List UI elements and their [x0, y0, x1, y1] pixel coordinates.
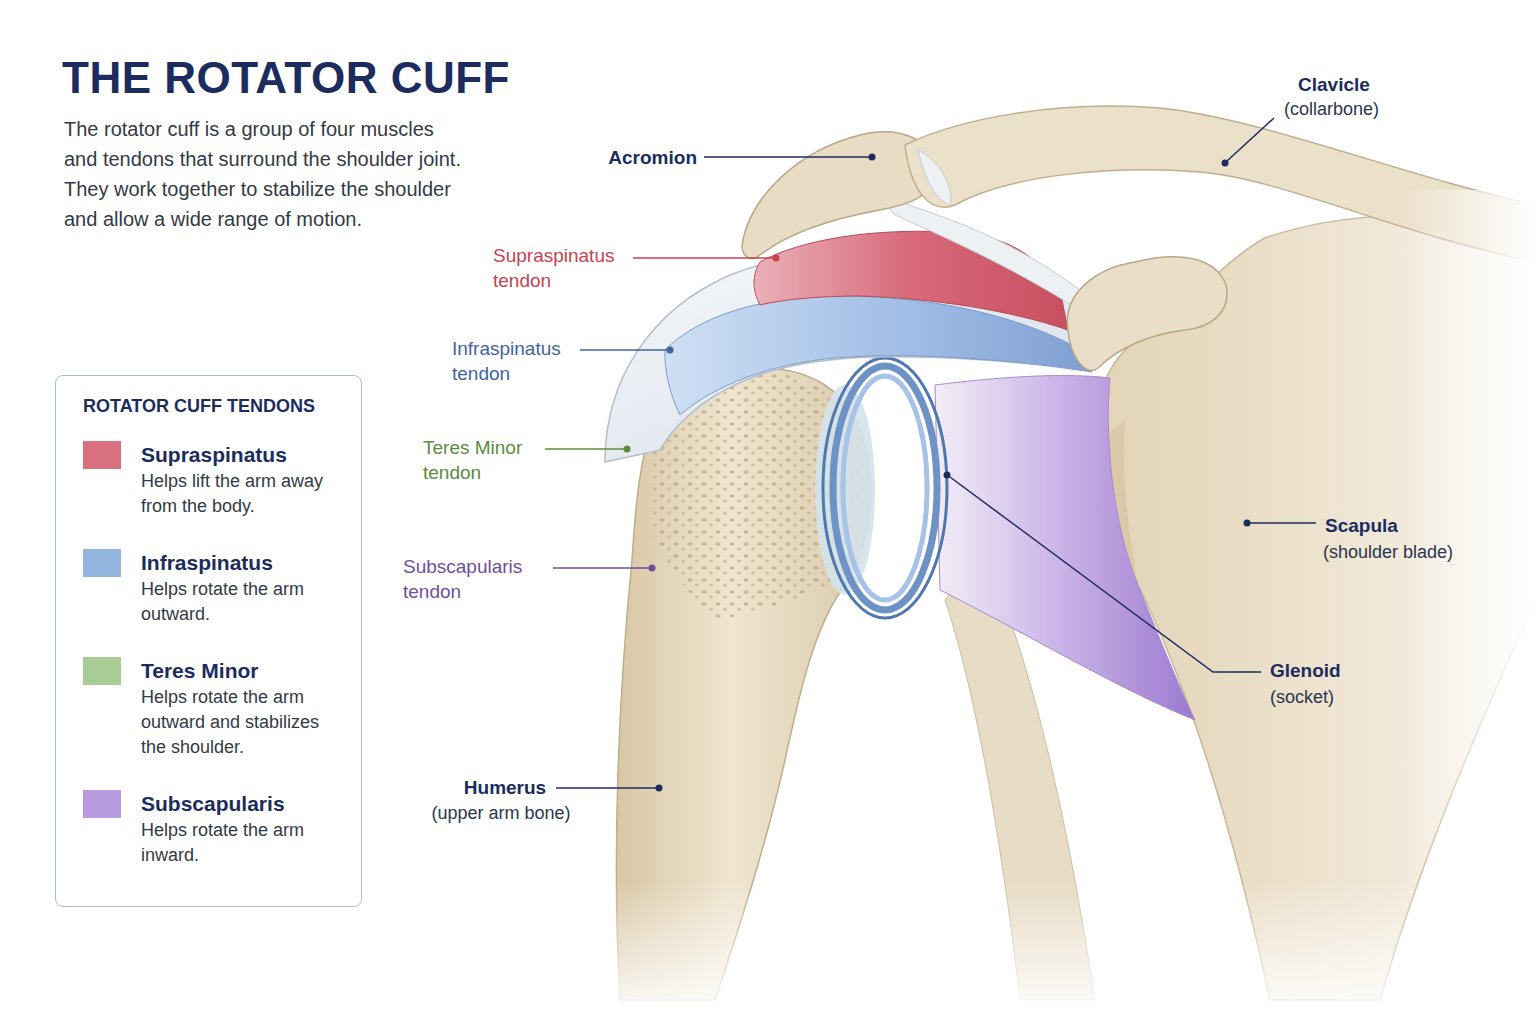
bone-sublabel: (upper arm bone) — [351, 801, 651, 826]
legend-entry: SupraspinatusHelps lift the arm away fro… — [83, 441, 345, 519]
legend-swatch — [83, 441, 121, 469]
leader-dot — [1222, 160, 1229, 167]
legend-entry: Teres MinorHelps rotate the arm outward … — [83, 657, 345, 760]
bone-sublabel: (shoulder blade) — [1323, 540, 1453, 565]
coracoacromial-ligament — [880, 195, 1095, 320]
ac-ligament — [918, 150, 951, 205]
legend-entry: InfraspinatusHelps rotate the arm outwar… — [83, 549, 345, 627]
leader-dot — [667, 347, 674, 354]
labrum-ring — [833, 366, 937, 610]
leader-line — [1227, 118, 1274, 161]
leader-line — [556, 787, 656, 789]
legend-description: Helps rotate the arm inward. — [141, 818, 341, 868]
legend-name: Infraspinatus — [141, 549, 341, 577]
legend-panel: ROTATOR CUFF TENDONS SupraspinatusHelps l… — [55, 375, 362, 907]
leader-dot — [1244, 520, 1251, 527]
legend-name: Subscapularis — [141, 790, 341, 818]
leader-line — [1250, 522, 1316, 524]
panel-heading: ROTATOR CUFF TENDONS — [83, 393, 345, 419]
leader-dot — [773, 255, 780, 262]
bone-label: Acromion — [608, 145, 697, 170]
bone-sublabel: (collarbone) — [1284, 97, 1379, 122]
tendon-label: Infraspinatus tendon — [452, 336, 572, 386]
leader-lines — [545, 118, 1316, 788]
coracoid-process — [1067, 257, 1227, 371]
bone-sublabel: (socket) — [1270, 685, 1334, 710]
legend-description: Helps rotate the arm outward and stabili… — [141, 685, 341, 760]
legend-swatch — [83, 790, 121, 818]
leader-dot — [869, 154, 876, 161]
leader-dot — [656, 785, 663, 792]
intro-caption: The rotator cuff is a group of four musc… — [64, 114, 469, 234]
labrum-ring — [843, 376, 927, 600]
leader-dot — [649, 565, 656, 572]
bone-label: Scapula — [1325, 513, 1398, 538]
legend-text-column: Teres MinorHelps rotate the arm outward … — [141, 657, 341, 760]
legend-description: Helps rotate the arm outward. — [141, 577, 341, 627]
tendon-label: Teres Minor tendon — [423, 435, 537, 485]
legend-text-column: InfraspinatusHelps rotate the arm outwar… — [141, 549, 341, 627]
legend-description: Helps lift the arm away from the body. — [141, 469, 341, 519]
legend-text-column: SupraspinatusHelps lift the arm away fro… — [141, 441, 341, 519]
leader-line — [633, 257, 773, 259]
leader-line — [580, 349, 667, 351]
tendon-label: Subscapularis tendon — [403, 554, 545, 604]
legend-name: Teres Minor — [141, 657, 341, 685]
legend-entry: SubscapularisHelps rotate the arm inward… — [83, 790, 345, 868]
leader-dot — [624, 446, 631, 453]
leader-line — [545, 448, 624, 450]
leader-line — [704, 156, 869, 158]
tendon-label: Supraspinatus tendon — [493, 243, 625, 293]
bone-label: Humerus — [355, 775, 655, 800]
legend-swatch — [83, 549, 121, 577]
supraspinatus-tendon — [754, 231, 1068, 330]
leader-line — [950, 477, 1261, 672]
bone-label: Clavicle — [1298, 72, 1370, 97]
bone-label: Glenoid — [1270, 658, 1341, 683]
labrum-ring — [823, 358, 947, 618]
subscapularis-muscle — [935, 376, 1195, 720]
legend-name: Supraspinatus — [141, 441, 341, 469]
legend-text-column: SubscapularisHelps rotate the arm inward… — [141, 790, 341, 868]
page-title: THE ROTATOR CUFF — [62, 52, 510, 104]
legend-swatch — [83, 657, 121, 685]
leader-dots — [624, 154, 1251, 792]
leader-line — [553, 567, 649, 569]
leader-dot — [944, 472, 951, 479]
